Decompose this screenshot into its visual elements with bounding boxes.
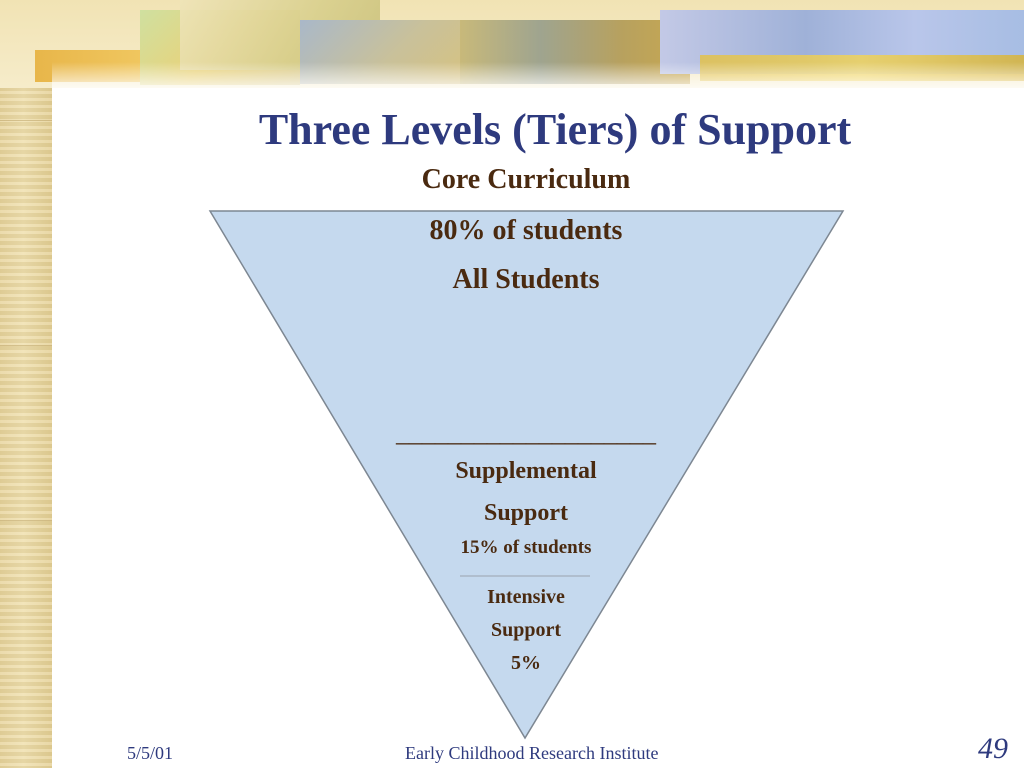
inverted-triangle — [208, 210, 845, 740]
tier2-percent: 15% of students — [460, 537, 592, 558]
tier3-title-line2: Support — [490, 619, 562, 641]
tier3-percent: 5% — [511, 652, 541, 674]
tier1-percent: 80% of students — [429, 215, 623, 246]
tier2-title-line2: Support — [483, 500, 569, 526]
left-decor-strip — [0, 0, 52, 768]
page-number: 49 — [978, 732, 1008, 765]
tier2-title-line1: Supplemental — [455, 458, 597, 484]
tier3-title-line1: Intensive — [487, 586, 565, 608]
footer-organization: Early Childhood Research Institute — [405, 743, 659, 763]
tier2-separator: ____________________ — [396, 418, 656, 447]
footer-date: 5/5/01 — [127, 743, 174, 763]
slide-title: Three Levels (Tiers) of Support — [258, 105, 852, 154]
tier1-audience: All Students — [452, 264, 600, 295]
core-curriculum-label: Core Curriculum — [421, 164, 631, 195]
